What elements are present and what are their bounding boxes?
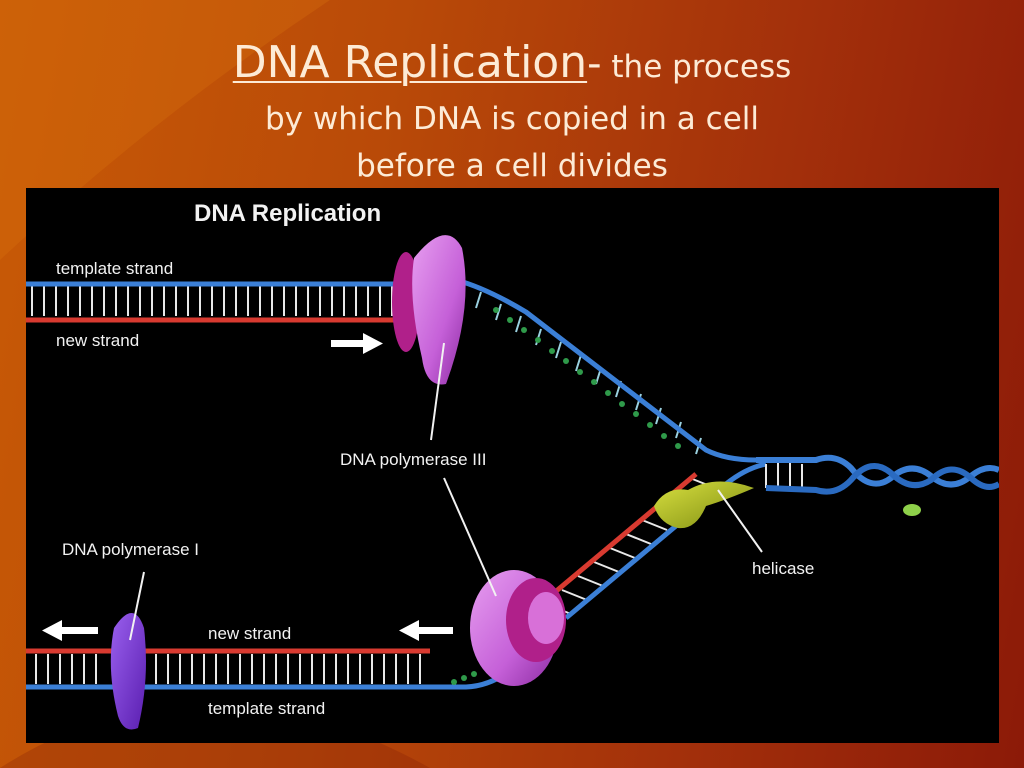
parental-helix-strand-a <box>756 454 999 488</box>
dna-polymerase-iii-bottom-icon <box>470 570 566 686</box>
top-rungs <box>31 286 393 316</box>
title-main: DNA Replication <box>232 37 588 88</box>
upper-fork-rungs <box>475 291 702 455</box>
title-rest: the process <box>601 49 792 85</box>
label-dna-polymerase-iii: DNA polymerase III <box>340 450 486 469</box>
leader-lines <box>129 342 763 641</box>
arrow-right-icon <box>331 333 383 354</box>
dna-replication-diagram: DNA Replication template strand new stra… <box>26 188 999 743</box>
label-template-strand-top: template strand <box>56 259 173 278</box>
arrow-left-icon-bottom-left <box>42 620 98 641</box>
label-dna-polymerase-i: DNA polymerase I <box>62 540 199 559</box>
diagram-canvas: DNA Replication template strand new stra… <box>26 200 999 730</box>
diagram-heading: DNA Replication <box>194 200 381 227</box>
title-dash: - <box>587 41 602 87</box>
primer-beads-upper <box>493 307 681 449</box>
parental-helix-strand-b <box>765 463 999 495</box>
title-line-3: before a cell divides <box>356 148 668 184</box>
label-new-strand-bottom: new strand <box>208 624 291 643</box>
parental-helix-rungs <box>765 462 803 490</box>
primer-beads-lower <box>451 671 477 685</box>
arrow-left-icon-bottom-mid <box>399 620 453 641</box>
dna-polymerase-i-icon <box>110 613 146 730</box>
label-helicase: helicase <box>752 559 814 578</box>
bottom-rungs <box>35 654 421 684</box>
dna-polymerase-iii-top-icon <box>392 235 466 385</box>
label-template-strand-bottom: template strand <box>208 699 325 718</box>
label-new-strand-top: new strand <box>56 331 139 350</box>
helix-green-marker <box>903 504 921 516</box>
upper-fork-strand <box>455 277 757 463</box>
helicase-icon <box>654 481 754 529</box>
slide-title: DNA Replication- the process by which DN… <box>0 34 1024 190</box>
title-line-2: by which DNA is copied in a cell <box>265 101 759 137</box>
